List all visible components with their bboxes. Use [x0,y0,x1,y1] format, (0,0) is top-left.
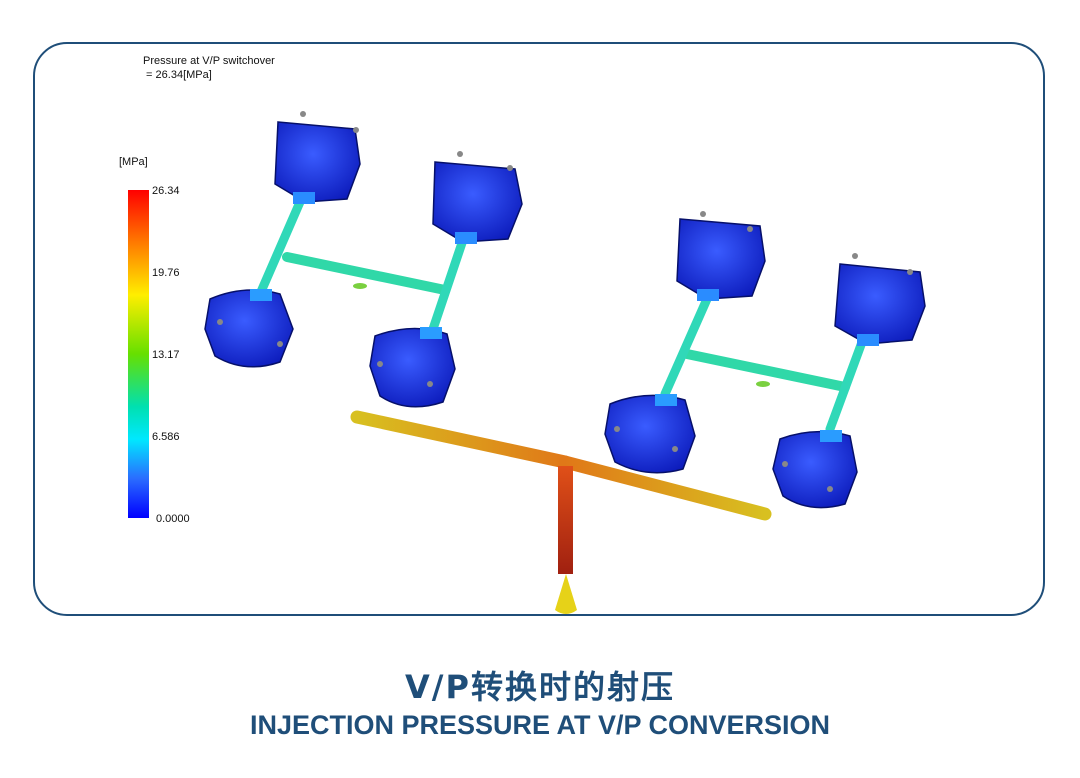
result-title-line1: Pressure at V/P switchover [143,55,275,67]
branch-runner-right [660,294,870,434]
part-6 [834,253,926,346]
result-title: Pressure at V/P switchover = 26.34[MPa] [143,54,275,82]
part-4 [369,327,456,408]
legend-tick-min: 0.0000 [156,513,190,525]
legend-unit: [MPa] [119,156,148,168]
branch-runner-left [255,197,470,334]
legend-tick-3: 13.17 [152,349,180,361]
mold-flow-model [204,111,926,614]
legend-tick-2: 19.76 [152,267,180,279]
legend-tick-4: 6.586 [152,431,180,443]
part-1 [274,111,361,204]
part-8 [772,430,858,509]
result-title-line2: = 26.34[MPa] [143,69,212,81]
part-7 [604,394,696,474]
legend-tick-max: 26.34 [152,185,180,197]
part-2 [432,151,523,244]
sprue [555,466,577,614]
color-scale-bar [128,190,149,518]
result-panel: Pressure at V/P switchover = 26.34[MPa] … [33,42,1045,616]
part-5 [676,211,766,301]
main-runner [350,283,772,521]
caption-chinese: V/P转换时的射压 [405,668,675,706]
part-3 [204,289,294,368]
caption-english: INJECTION PRESSURE AT V/P CONVERSION [249,710,831,740]
